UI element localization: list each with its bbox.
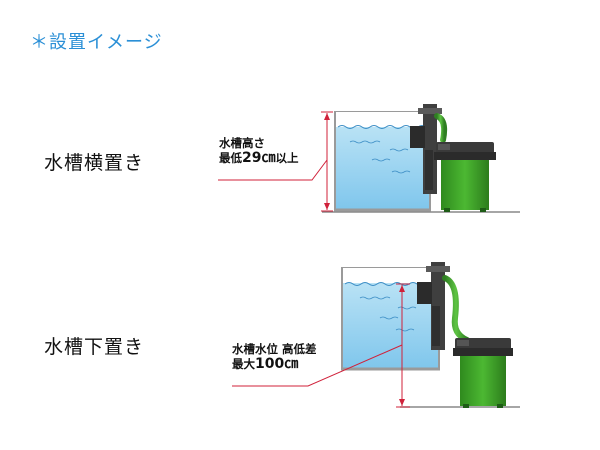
water-wave	[379, 316, 399, 320]
filter-canister	[434, 142, 496, 212]
filter-hose	[442, 275, 470, 343]
water-wave	[349, 140, 381, 144]
section-label-below-placement: 水槽下置き	[44, 336, 145, 358]
water-level-annotation-line2: 最大100㎝	[232, 357, 317, 372]
annotation-value: 29㎝	[242, 150, 276, 166]
section-label-side-placement: 水槽横置き	[44, 152, 145, 174]
tank-height-dimension	[218, 111, 333, 212]
annotation-prefix: 最低	[219, 151, 242, 165]
water-wave	[391, 170, 411, 174]
page-title: ＊設置イメージ	[30, 32, 163, 53]
water-wave	[371, 158, 391, 162]
tank-height-annotation: 水槽高さ 最低29㎝以上	[219, 136, 298, 166]
water-wave	[389, 148, 409, 152]
tank-height-annotation-line1: 水槽高さ	[219, 136, 265, 150]
annotation-prefix: 最大	[232, 357, 255, 371]
water-wave	[395, 328, 415, 332]
intake-unit	[410, 104, 442, 194]
water-level-dimension	[232, 283, 410, 408]
water-wave	[359, 296, 391, 300]
water-level-annotation: 水槽水位 高低差 最大100㎝	[232, 342, 317, 372]
water-wave	[397, 306, 417, 310]
filter-hose	[434, 113, 448, 143]
water-level-annotation-line1: 水槽水位 高低差	[232, 342, 317, 356]
intake-unit	[417, 262, 450, 350]
filter-canister	[453, 338, 513, 408]
below-placement-scene	[232, 262, 520, 408]
tank-height-annotation-line2: 最低29㎝以上	[219, 151, 298, 166]
annotation-suffix: 以上	[275, 151, 299, 165]
annotation-value: 100㎝	[255, 356, 299, 372]
aquarium-tank	[334, 111, 431, 212]
side-placement-scene	[218, 104, 520, 213]
